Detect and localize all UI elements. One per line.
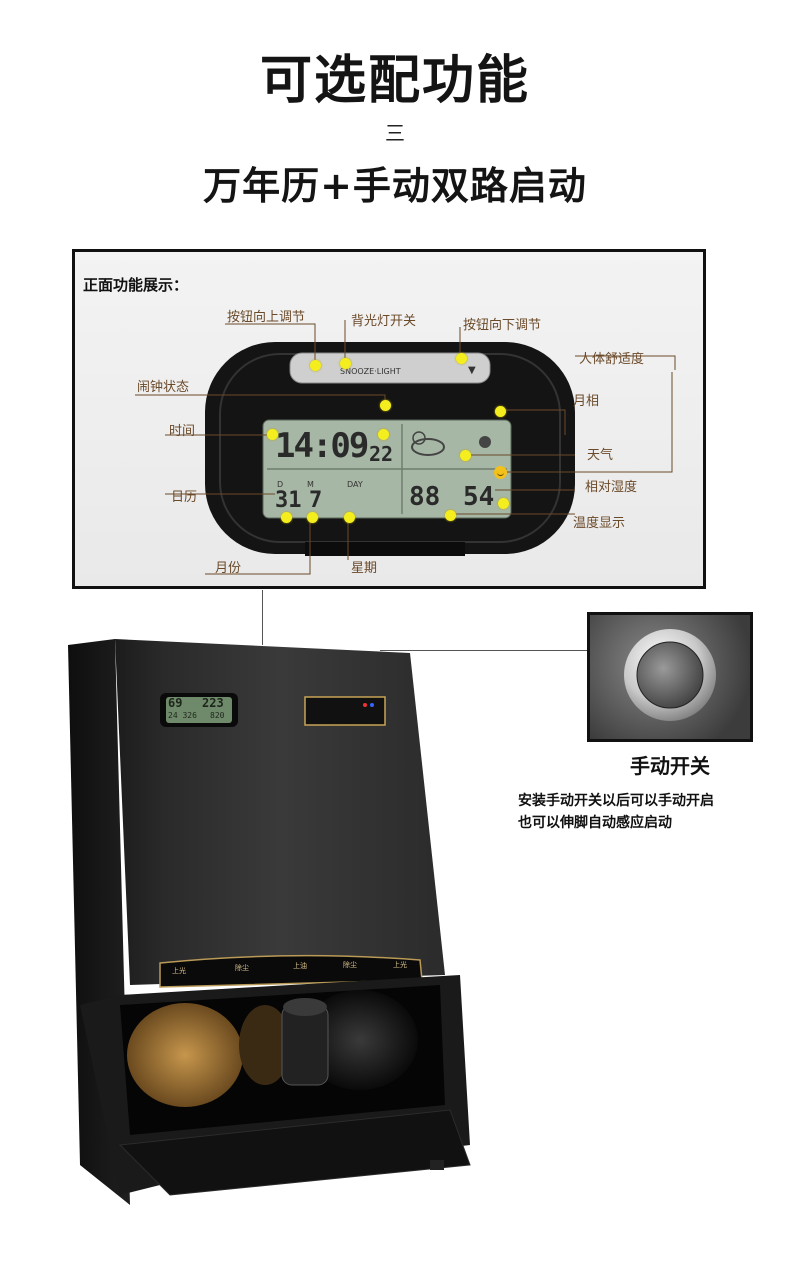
marker-button-down bbox=[456, 353, 467, 364]
control-label-dust-right: 除尘 bbox=[343, 961, 357, 969]
page-subtitle: 万年历+手动双路启动 bbox=[203, 164, 587, 208]
manual-switch-photo bbox=[587, 612, 753, 742]
button-strip-text: SNOOZE·LIGHT bbox=[340, 367, 401, 376]
lcd-date-label-day: DAY bbox=[347, 480, 363, 489]
page-title: 可选配功能 bbox=[259, 51, 530, 111]
label-time: 时间 bbox=[169, 424, 196, 439]
machine-display-bottom-right: 820 bbox=[210, 711, 225, 720]
switch-description: 安装手动开关以后可以手动开启 也可以伸脚自动感应启动 bbox=[518, 790, 788, 834]
left-inner-brush bbox=[239, 1005, 291, 1085]
label-comfort: 人体舒适度 bbox=[579, 352, 645, 367]
control-label-dust-left: 除尘 bbox=[235, 964, 249, 972]
control-label-oil: 上油 bbox=[293, 962, 307, 970]
left-brush bbox=[127, 1003, 243, 1107]
label-backlight: 背光灯开关 bbox=[351, 314, 417, 329]
marker-weather bbox=[460, 450, 471, 461]
machine-illustration bbox=[68, 639, 471, 1205]
lcd-humidity: 54 bbox=[463, 482, 495, 512]
lcd-date-label-d: D bbox=[277, 480, 284, 489]
machine-display-top-right: 223 bbox=[202, 696, 224, 710]
machine-display bbox=[166, 697, 232, 723]
machine-display-top-left: 69 bbox=[168, 696, 183, 710]
label-alarm: 闹钟状态 bbox=[137, 380, 190, 395]
label-humidity: 相对湿度 bbox=[585, 480, 638, 495]
marker-month bbox=[307, 512, 318, 523]
label-button-down: 按钮向下调节 bbox=[463, 318, 542, 333]
switch-description-line1: 安装手动开关以后可以手动开启 bbox=[518, 793, 714, 809]
moon-icon bbox=[479, 436, 491, 448]
label-button-up: 按钮向上调节 bbox=[227, 310, 306, 325]
front-panel-diagram: 正面功能展示： SNOOZE·LIGHT ▼ 14:09 22 D M DAY … bbox=[72, 249, 706, 589]
label-month: 月份 bbox=[215, 561, 242, 576]
diagram-leader-line bbox=[262, 590, 263, 645]
right-brush bbox=[302, 990, 418, 1090]
marker-humidity bbox=[498, 498, 509, 509]
marker-date bbox=[281, 512, 292, 523]
switch-title: 手动开关 bbox=[630, 754, 710, 778]
control-strip bbox=[159, 954, 423, 988]
label-moon-phase: 月相 bbox=[573, 394, 600, 409]
label-temperature: 温度显示 bbox=[573, 516, 626, 531]
marker-time bbox=[267, 429, 278, 440]
control-label-shine-left: 上光 bbox=[172, 967, 186, 975]
smiley-icon bbox=[494, 466, 507, 479]
marker-moon bbox=[495, 406, 506, 417]
lcd-date-label-m: M bbox=[307, 480, 314, 489]
cloud-icon bbox=[411, 438, 445, 456]
lcd-time: 14:09 bbox=[275, 426, 369, 466]
lcd-day: 31 bbox=[275, 488, 302, 513]
front-panel-title: 正面功能展示： bbox=[83, 276, 189, 294]
lcd-month: 7 bbox=[309, 488, 323, 513]
label-weekday: 星期 bbox=[351, 561, 378, 576]
lcd-temperature: 88 bbox=[409, 482, 441, 512]
sun-icon bbox=[412, 431, 426, 445]
machine-label-plate bbox=[304, 696, 386, 726]
marker-backlight bbox=[340, 358, 351, 369]
machine-display-bottom-left: 24 326 bbox=[168, 711, 197, 720]
machine-front-panel bbox=[115, 639, 445, 985]
marker-temperature bbox=[445, 510, 456, 521]
lcd-seconds: 22 bbox=[369, 442, 394, 466]
label-weather: 天气 bbox=[587, 448, 614, 463]
control-label-shine-right: 上光 bbox=[393, 961, 407, 969]
marker-alarm bbox=[380, 400, 391, 411]
marker-weekday bbox=[344, 512, 355, 523]
down-arrow-icon: ▼ bbox=[468, 365, 476, 376]
switch-button-icon bbox=[636, 641, 704, 709]
callout-lines bbox=[135, 320, 676, 575]
marker-button-up bbox=[310, 360, 321, 371]
switch-leader-line bbox=[380, 650, 590, 651]
switch-illustration bbox=[624, 629, 716, 721]
shoe-polisher-machine: 69 223 24 326 820 上光 除尘 上油 除尘 上光 bbox=[60, 605, 520, 1225]
marker-seconds bbox=[378, 429, 389, 440]
label-date: 日历 bbox=[171, 490, 198, 505]
section-number: 三 bbox=[385, 121, 405, 145]
switch-description-line2: 也可以伸脚自动感应启动 bbox=[518, 815, 672, 831]
center-motor bbox=[281, 1004, 329, 1086]
